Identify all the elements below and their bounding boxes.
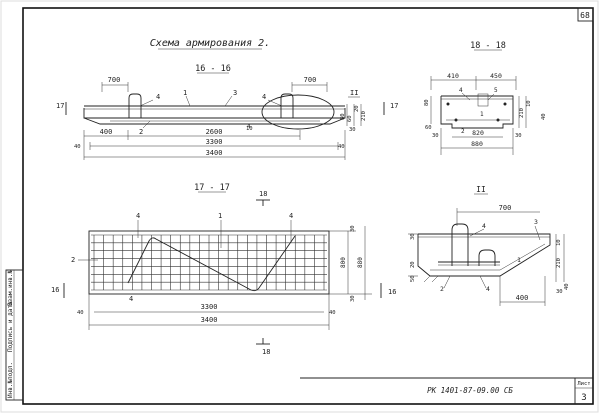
sec18-pos-4: 4 [459,87,463,94]
sec17-dim-3400: 3400 [201,316,218,324]
det-dim-700: 700 [499,204,512,212]
title-block: РК 1401-87-09.00 СБ Лист 3 [300,377,593,404]
sec18-pos-2: 2 [461,128,465,135]
cut-16-right: 16 [388,288,396,296]
dim-20: 20 [354,105,360,112]
section-17-view: 17 - 17 18 18 16 16 4 1 4 2 4 [51,183,396,356]
sheet-number: 68 [580,11,590,20]
pos-4-a: 4 [156,93,160,101]
dim-30: 30 [349,127,356,133]
pos-1: 1 [183,89,187,97]
dim-700-right: 700 [304,76,317,84]
sheet-number-box: 68 [577,7,594,22]
dim-880: 880 [471,140,483,148]
section-18-view: 18 - 18 410 450 4 5 1 2 80 60 210 10 [424,41,547,155]
section-16-title: 16 - 16 [195,64,231,74]
sec18-pos-1: 1 [480,111,484,118]
dim-40-right: 40 [338,144,345,150]
cut-16-left: 16 [51,286,59,294]
dim-80: 80 [340,113,346,120]
sec17-dim-880: 880 [357,257,364,268]
cut-17-right: 17 [390,102,398,110]
sec17-dim-30-top: 30 [350,225,356,232]
cut-18-bottom: 18 [262,348,270,356]
det-pos-2: 2 [440,285,444,293]
sec18-dim-10: 10 [526,100,532,107]
dim-820: 820 [472,129,484,137]
det-dim-210: 210 [556,258,562,268]
sec18-pos-5: 5 [494,87,498,94]
detail-circle [261,94,335,130]
section-16-view: 16 - 16 700 700 4 1 3 4 2 II [56,64,398,160]
det-dim-30-top: 30 [410,233,416,240]
detail-II-view: II 700 4 3 4 2 1 30 50 20 [408,185,570,306]
sec18-dim-30-left: 30 [432,133,439,139]
sec17-pos-4-b: 4 [289,212,293,220]
det-pos-3: 3 [534,218,538,226]
sec18-dim-40: 40 [541,113,547,120]
stamp-inv-label: Инв.№подл. [7,362,14,398]
section-18-title: 18 - 18 [470,41,506,51]
detail-II-mark: II [350,89,358,97]
side-stamp: Инв.№подл. Подпись и дата Взам.инв.№ [5,269,24,401]
det-dim-10: 10 [556,239,562,246]
sheet-value: 3 [581,393,586,403]
dim-3300: 3300 [206,138,223,146]
sec17-dim-40-left: 40 [77,310,84,316]
mesh-outline [88,230,330,295]
section-17-title: 17 - 17 [194,183,230,193]
pos-2: 2 [139,128,143,136]
det-dim-40: 40 [564,283,570,290]
main-title: Схема армирования 2. [150,38,270,49]
det-dim-30-bottom: 30 [556,289,563,295]
dim-400: 400 [100,128,113,136]
dim-60: 60 [347,115,353,122]
det-dim-400: 400 [516,294,529,302]
sec18-dim-60: 60 [425,125,432,131]
detail-II-title: II [476,185,486,194]
dim-3400: 3400 [206,149,223,157]
sec17-pos-2: 2 [71,256,75,264]
dim-800: 800 [340,257,347,268]
sec17-dim-3300: 3300 [201,303,218,311]
pos-4-c: 4 [247,123,251,130]
det-dim-20: 20 [410,261,416,268]
dim-2600: 2600 [206,128,223,136]
stamp-replace-label: Взам.инв.№ [7,269,14,306]
det-pos-1: 1 [517,256,521,264]
dim-10: 10 [246,126,253,132]
det-pos-4-b: 4 [486,285,490,293]
sec18-dim-30-right: 30 [515,133,522,139]
sec17-dim-40-right: 40 [329,310,336,316]
sec17-pos-1: 1 [218,212,222,220]
dim-450: 450 [490,72,502,80]
pos-3: 3 [233,89,237,97]
sec17-pos-4-c: 4 [129,295,133,303]
dim-410: 410 [447,72,459,80]
sec18-dim-80: 80 [424,99,430,106]
pos-4-b: 4 [262,93,266,101]
sec17-dim-30-bottom: 30 [350,295,356,302]
drawing-frame [22,7,594,405]
dim-210: 210 [361,111,367,121]
dim-700-left: 700 [108,76,121,84]
det-dim-50: 50 [410,275,416,282]
stamp-signature-label: Подпись и дата [7,301,14,352]
sec18-dim-210: 210 [519,108,525,118]
cut-17-left: 17 [56,102,64,110]
sheet-label: Лист [577,381,590,387]
cut-18-top: 18 [259,190,267,198]
sec17-pos-4-a: 4 [136,212,140,220]
dim-40-left: 40 [74,144,81,150]
document-code: РК 1401-87-09.00 СБ [427,386,513,395]
det-pos-4-a: 4 [482,222,486,230]
mesh-grid [91,234,327,291]
